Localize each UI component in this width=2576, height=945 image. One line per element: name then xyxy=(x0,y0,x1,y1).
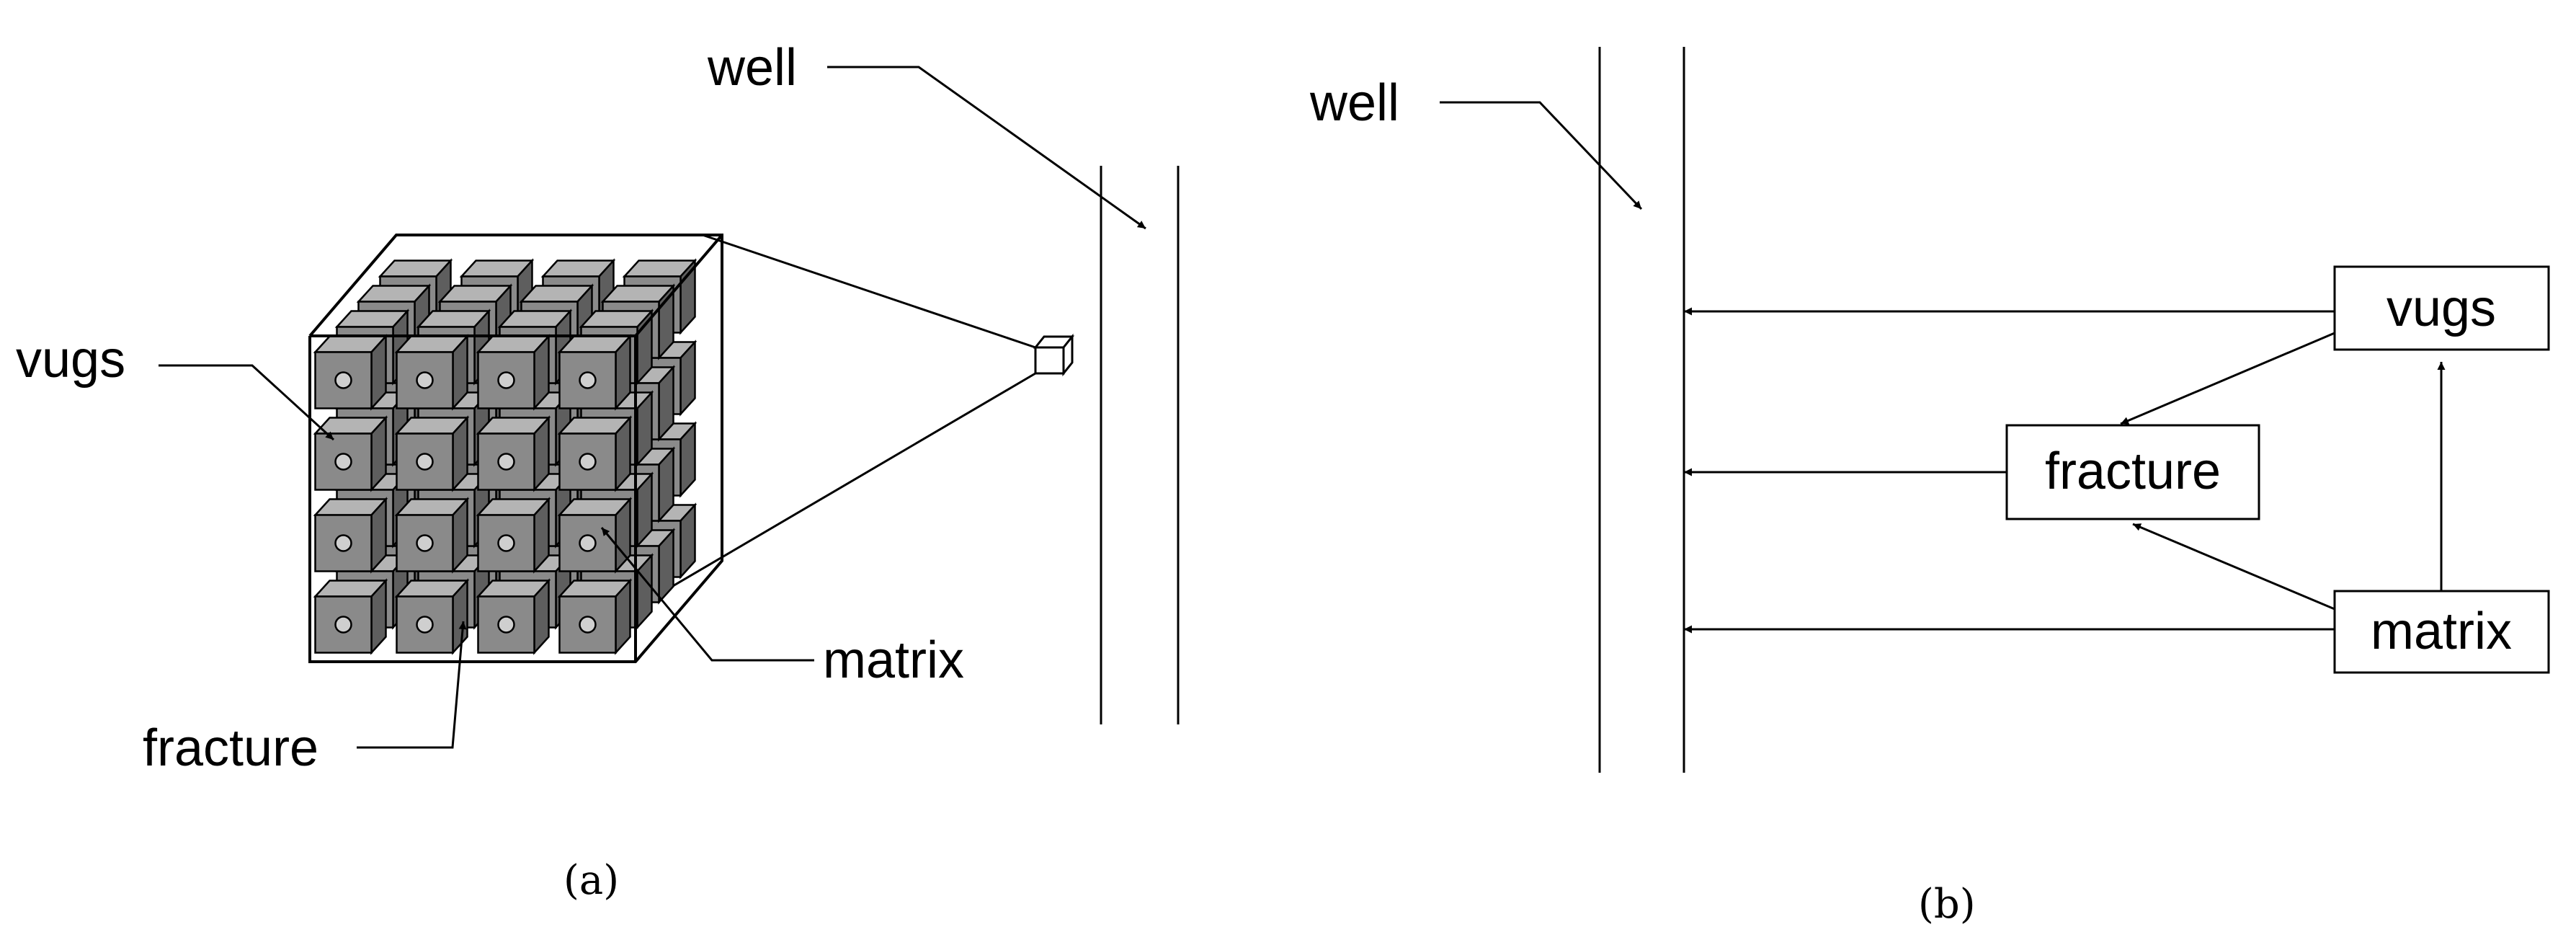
vug-icon xyxy=(579,534,597,552)
panel-b-node-matrix-label: matrix xyxy=(2371,603,2512,660)
vug-icon xyxy=(334,453,352,471)
panel-a-matrix-leader xyxy=(600,527,814,662)
panel-a-zoom-line-top xyxy=(702,234,1036,349)
panel-a-well-leader xyxy=(827,66,1146,230)
panel-a-zoom-line-bottom xyxy=(605,372,1036,627)
block-edges xyxy=(310,234,723,662)
panel-a: well vugs matrix fracture (a) xyxy=(16,39,1180,904)
matrix-cube xyxy=(394,415,470,492)
matrix-cube xyxy=(557,415,633,492)
block-outline xyxy=(308,234,723,663)
matrix-cube xyxy=(313,578,388,655)
matrix-cube xyxy=(313,497,388,574)
panel-b: well vugs fracture matrix (b) xyxy=(1309,47,2550,928)
matrix-cube xyxy=(476,578,551,655)
matrix-cube xyxy=(313,334,388,411)
vug-icon xyxy=(334,371,352,389)
panel-a-vugs-label: vugs xyxy=(16,331,125,389)
panel-b-node-vugs: vugs xyxy=(2333,265,2550,351)
panel-b-arrow-vugs-to-fracture xyxy=(2120,332,2335,425)
panel-a-fracture-label: fracture xyxy=(143,719,318,777)
panel-b-node-fracture: fracture xyxy=(2005,424,2260,520)
panel-a-element-cube xyxy=(1033,333,1075,377)
panel-b-well-leader xyxy=(1440,101,1643,210)
matrix-cube xyxy=(394,497,470,574)
vug-icon xyxy=(497,453,515,471)
vug-icon xyxy=(416,371,434,389)
vug-icon xyxy=(416,534,434,552)
panel-a-well-label: well xyxy=(707,39,797,97)
vug-icon xyxy=(416,616,434,634)
panel-b-node-vugs-label: vugs xyxy=(2386,280,2496,337)
panel-a-vugs-leader xyxy=(159,364,335,441)
vug-icon xyxy=(334,534,352,552)
vug-icon xyxy=(579,453,597,471)
vug-icon xyxy=(579,616,597,634)
vug-icon xyxy=(497,534,515,552)
matrix-cube xyxy=(557,334,633,411)
vug-icon xyxy=(497,616,515,634)
vug-icon xyxy=(416,453,434,471)
matrix-cube xyxy=(476,415,551,492)
panel-a-caption: (a) xyxy=(563,857,619,904)
matrix-cube xyxy=(394,578,470,655)
panel-b-caption: (b) xyxy=(1918,881,1976,928)
matrix-cube xyxy=(557,578,633,655)
panel-a-matrix-label: matrix xyxy=(823,631,964,689)
matrix-cube xyxy=(476,497,551,574)
panel-b-well-label: well xyxy=(1309,74,1399,132)
panel-b-node-fracture-label: fracture xyxy=(2045,443,2221,500)
vug-icon xyxy=(579,371,597,389)
matrix-cube xyxy=(394,334,470,411)
matrix-cube xyxy=(313,415,388,492)
vug-icon xyxy=(334,616,352,634)
panel-b-node-matrix: matrix xyxy=(2333,590,2550,674)
vug-icon xyxy=(497,371,515,389)
matrix-cube xyxy=(557,497,633,574)
matrix-cube xyxy=(476,334,551,411)
panel-b-arrow-matrix-to-fracture xyxy=(2132,523,2335,611)
panel-a-porous-block xyxy=(308,234,723,663)
panel-a-fracture-leader xyxy=(357,621,467,749)
